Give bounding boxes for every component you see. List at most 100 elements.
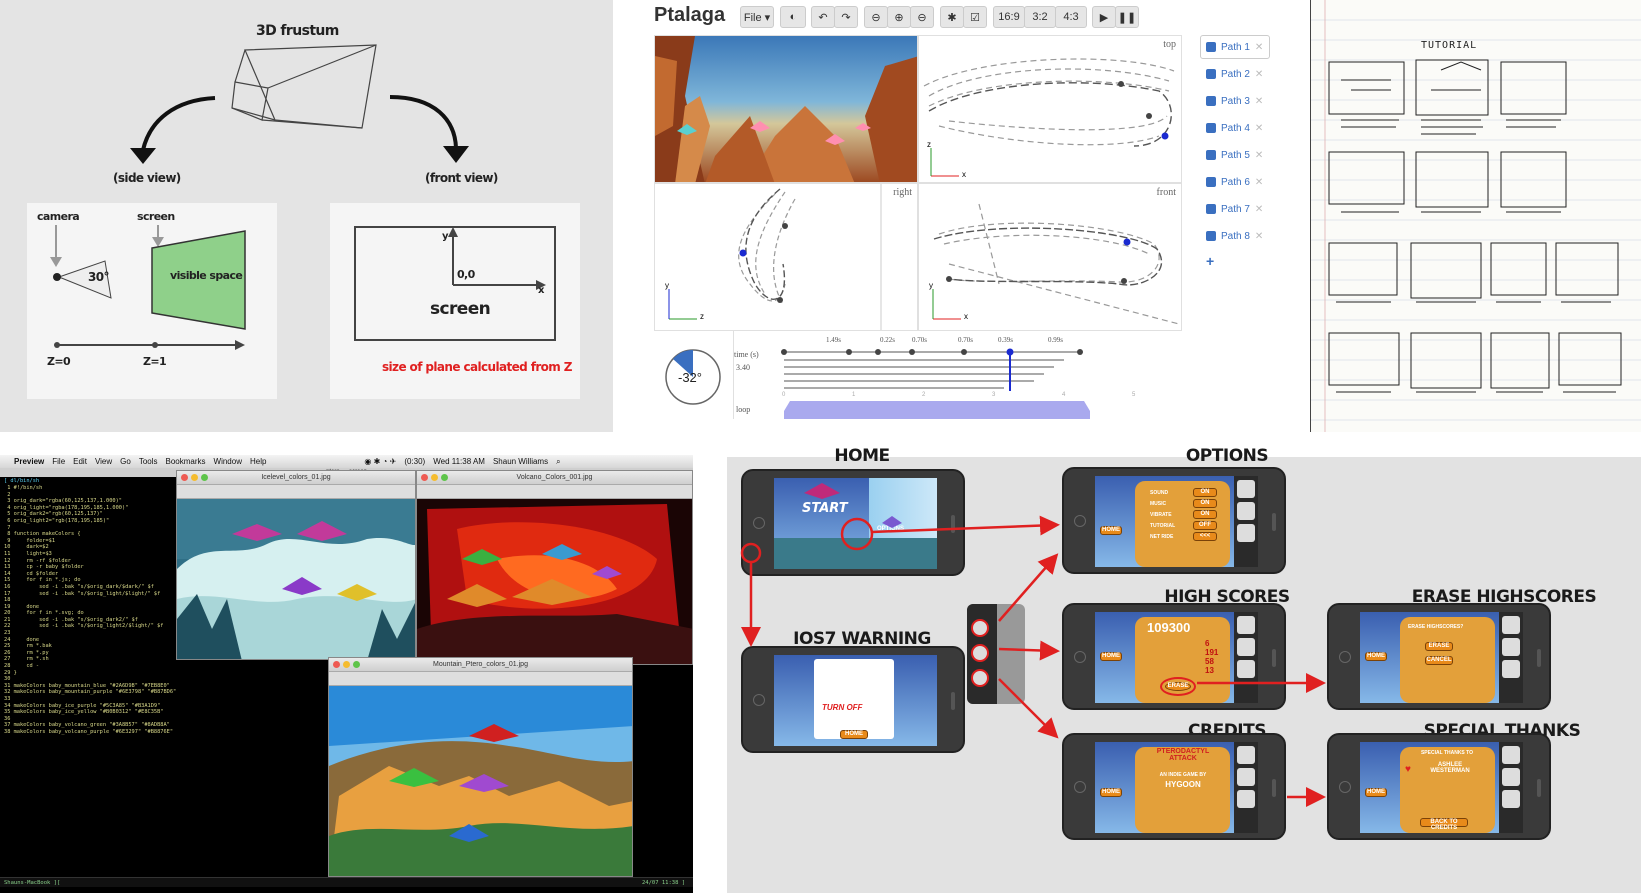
checkbox-icon[interactable]: [1206, 150, 1216, 160]
asterisk-icon[interactable]: ✱: [940, 6, 964, 28]
scroll-icon[interactable]: [1502, 790, 1520, 808]
checkbox-icon[interactable]: [1206, 177, 1216, 187]
contrast-icon[interactable]: ◐: [780, 6, 806, 28]
sound-toggle[interactable]: ON: [1193, 488, 1217, 497]
play-icon[interactable]: ▶: [1092, 6, 1116, 28]
close-button[interactable]: [333, 661, 340, 668]
checkbox-icon[interactable]: [1206, 69, 1216, 79]
phone-high-scores[interactable]: 109300 6 191 58 13 HOME ERASE: [1062, 603, 1286, 710]
menu-window[interactable]: Window: [213, 457, 242, 466]
vibrate-toggle[interactable]: ON: [1193, 510, 1217, 519]
close-icon[interactable]: ✕: [1254, 203, 1264, 215]
home-button[interactable]: HOME: [1365, 652, 1387, 661]
checkbox-icon[interactable]: [1206, 42, 1216, 52]
wrench-icon[interactable]: [1237, 480, 1255, 498]
scroll-icon[interactable]: [1237, 660, 1255, 678]
path-item[interactable]: Path 5✕: [1200, 145, 1266, 165]
preview-window-volcano[interactable]: Volcano_Colors_001.jpg: [416, 470, 693, 665]
start-button[interactable]: START: [802, 501, 848, 516]
scroll-icon[interactable]: [1237, 790, 1255, 808]
path-item[interactable]: Path 6✕: [1200, 172, 1266, 192]
path-item[interactable]: Path 3✕: [1200, 91, 1266, 111]
close-button[interactable]: [181, 474, 188, 481]
timeline-track[interactable]: [734, 331, 1182, 419]
spotlight-icon[interactable]: ⌕: [556, 456, 561, 466]
scroll-icon[interactable]: [1237, 524, 1255, 542]
erase-button[interactable]: ERASE: [1160, 677, 1196, 696]
home-button[interactable]: HOME: [1100, 788, 1122, 797]
menu-file[interactable]: File: [52, 457, 66, 466]
right-view[interactable]: right z y: [654, 183, 918, 331]
home-button[interactable]: HOME: [1365, 788, 1387, 797]
minimize-button[interactable]: [191, 474, 198, 481]
add-path-button[interactable]: +: [1206, 253, 1215, 269]
menubar-user[interactable]: Shaun Williams: [492, 457, 549, 466]
path-item[interactable]: Path 2✕: [1200, 64, 1266, 84]
ratio-3-2-button[interactable]: 3:2: [1024, 6, 1056, 28]
ratio-16-9-button[interactable]: 16:9: [993, 6, 1025, 28]
scroll-icon[interactable]: [971, 669, 989, 687]
wifi-icon[interactable]: ◉ ✱ ◔ ✈: [364, 457, 397, 466]
preview-window-mountain[interactable]: Mountain_Ptero_colors_01.jpg: [328, 657, 633, 877]
side-menu-phone[interactable]: [967, 604, 1025, 704]
trophy-icon[interactable]: [1502, 768, 1520, 786]
trophy-icon[interactable]: [1237, 768, 1255, 786]
trophy-icon[interactable]: [971, 644, 989, 662]
add-circle-icon[interactable]: ⊕: [887, 6, 911, 28]
menu-help[interactable]: Help: [249, 457, 267, 466]
minimize-button[interactable]: [343, 661, 350, 668]
phone-erase-highscores[interactable]: ERASE HIGHSCORES? ERASE CANCEL HOME: [1327, 603, 1551, 710]
check-icon[interactable]: ☑: [963, 6, 987, 28]
preview-toolbar[interactable]: [177, 485, 415, 499]
wrench-icon[interactable]: [1237, 746, 1255, 764]
phone-options[interactable]: HOME SOUND MUSIC VIBRATE TUTORIAL NET RI…: [1062, 467, 1286, 574]
redo-icon[interactable]: ↷: [834, 6, 858, 28]
chevron-down-circle-icon[interactable]: ⊖: [864, 6, 888, 28]
undo-icon[interactable]: ↶: [811, 6, 835, 28]
home-button[interactable]: HOME: [1100, 652, 1122, 661]
trophy-icon[interactable]: [1237, 638, 1255, 656]
phone-home[interactable]: START OPTIONS: [741, 469, 965, 576]
tutorial-toggle[interactable]: OFF: [1193, 521, 1217, 530]
pause-icon[interactable]: ❚❚: [1115, 6, 1139, 28]
close-icon[interactable]: ✕: [1254, 68, 1264, 80]
wrench-icon[interactable]: [971, 619, 989, 637]
remove-circle-icon[interactable]: ⊖: [910, 6, 934, 28]
close-icon[interactable]: ✕: [1254, 176, 1264, 188]
timeline-panel[interactable]: time (s) 3.40 loop 1.49s 0.22s 0.70s 0.7…: [734, 331, 1182, 419]
menu-edit[interactable]: Edit: [73, 457, 87, 466]
close-button[interactable]: [421, 474, 428, 481]
music-toggle[interactable]: ON: [1193, 499, 1217, 508]
zoom-button[interactable]: [353, 661, 360, 668]
back-to-credits-button[interactable]: BACK TO CREDITS: [1420, 818, 1468, 831]
preview-toolbar[interactable]: [417, 485, 692, 499]
menu-view[interactable]: View: [94, 457, 113, 466]
path-item[interactable]: Path 7✕: [1200, 199, 1266, 219]
cancel-button[interactable]: CANCEL: [1425, 656, 1453, 665]
zoom-button[interactable]: [201, 474, 208, 481]
path-item[interactable]: Path 1✕: [1200, 37, 1266, 57]
phone-special-thanks[interactable]: SPECIAL THANKS TO ♥ ASHLEE WESTERMAN BAC…: [1327, 733, 1551, 840]
front-view[interactable]: front x y: [918, 183, 1182, 331]
close-icon[interactable]: ✕: [1254, 95, 1264, 107]
menu-bookmarks[interactable]: Bookmarks: [165, 457, 206, 466]
camera-view[interactable]: [654, 35, 918, 183]
checkbox-icon[interactable]: [1206, 123, 1216, 133]
checkbox-icon[interactable]: [1206, 96, 1216, 106]
close-icon[interactable]: ✕: [1254, 149, 1264, 161]
scroll-icon[interactable]: [1502, 660, 1520, 678]
close-icon[interactable]: ✕: [1254, 122, 1264, 134]
wrench-icon[interactable]: [1502, 616, 1520, 634]
preview-toolbar[interactable]: [329, 672, 632, 686]
checkbox-icon[interactable]: [1206, 231, 1216, 241]
path-item[interactable]: Path 8✕: [1200, 226, 1266, 246]
close-icon[interactable]: ✕: [1254, 230, 1264, 242]
battery-status[interactable]: (0:30): [404, 457, 426, 466]
home-button[interactable]: HOME: [1100, 526, 1122, 535]
angle-value[interactable]: -32°: [678, 370, 702, 385]
file-menu-button[interactable]: File ▾: [740, 6, 774, 28]
zoom-button[interactable]: [441, 474, 448, 481]
preview-window-ice[interactable]: Icelevel_colors_01.jpg: [176, 470, 416, 660]
wrench-icon[interactable]: [1237, 616, 1255, 634]
minimize-button[interactable]: [431, 474, 438, 481]
